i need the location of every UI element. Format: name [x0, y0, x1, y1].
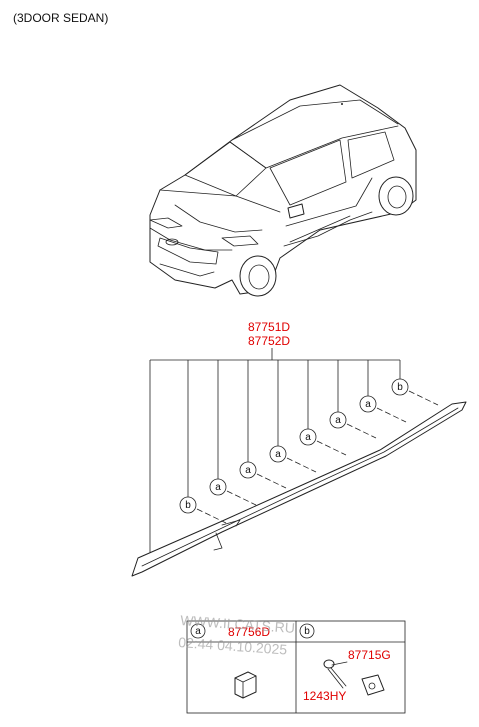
clip-leaders — [196, 390, 439, 524]
callout-circle-label: a — [365, 399, 371, 410]
legend-b-part-2: 1243HY — [303, 689, 346, 703]
diagram-caption: (3DOOR SEDAN) — [13, 11, 109, 25]
clip-a-drawing — [234, 671, 257, 699]
legend-b-part-1: 87715G — [348, 648, 391, 662]
callout-part-number: 87752D — [248, 334, 290, 348]
side-molding — [131, 401, 467, 577]
callout-circle-label: a — [305, 432, 311, 443]
callout-circle-label: a — [275, 449, 281, 460]
callout-circle-label: a — [245, 465, 251, 476]
watermark-line-1: WWW.ILCATS.RU — [180, 612, 296, 636]
legend-a-part: 87756D — [228, 625, 270, 639]
watermark-line-2: 02:44 04.10.2025 — [178, 634, 288, 658]
callout-circles: b a a a a a a b — [179, 378, 409, 514]
legend-table: a 87756D b 87715G 1243HY — [186, 620, 406, 714]
callout-circle-label: b — [185, 500, 191, 511]
screw-drawing — [323, 659, 348, 689]
legend-a-label: a — [195, 626, 201, 637]
car-illustration — [149, 84, 417, 297]
callout-circle-label: a — [335, 415, 341, 426]
legend-b-label: b — [304, 626, 310, 637]
callout-circle-label: b — [397, 382, 403, 393]
nut-drawing — [361, 674, 385, 696]
callout-bracket — [149, 348, 401, 558]
callout-part-number: 87751D — [248, 320, 290, 334]
callout-circle-label: a — [215, 482, 221, 493]
legend-a-circle — [190, 623, 206, 639]
watermark: WWW.ILCATS.RU 02:44 04.10.2025 — [178, 612, 296, 658]
legend-b-circle — [299, 623, 315, 639]
